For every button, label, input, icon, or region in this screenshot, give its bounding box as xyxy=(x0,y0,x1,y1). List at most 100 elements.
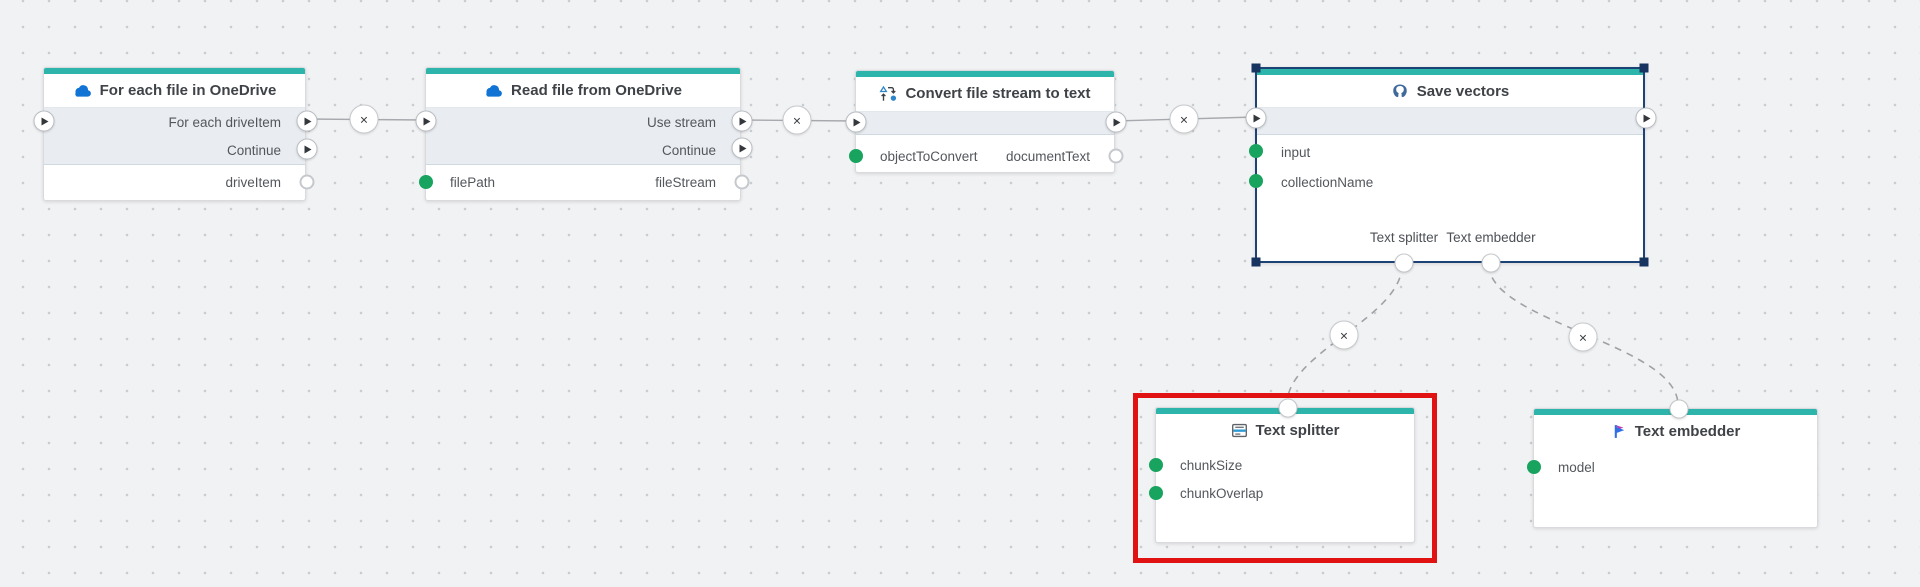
exec-band xyxy=(1257,107,1643,135)
node-title: Convert file stream to text xyxy=(905,85,1091,102)
data-output-label: driveItem xyxy=(225,174,281,190)
exec-band: For each driveItem Continue xyxy=(44,107,305,165)
node-accent-bar xyxy=(44,68,305,74)
exec-output-label: Use stream xyxy=(646,114,716,130)
data-input-label: model xyxy=(1558,459,1595,475)
data-input-label: collectionName xyxy=(1281,174,1374,190)
arrow-right-icon xyxy=(41,117,49,125)
exec-input-port[interactable] xyxy=(1245,107,1267,129)
node-header: Convert file stream to text xyxy=(856,77,1114,110)
data-output-port[interactable] xyxy=(734,174,750,190)
data-input-port[interactable] xyxy=(849,149,863,163)
exec-output-port[interactable] xyxy=(296,110,318,132)
arrow-right-icon xyxy=(853,118,861,126)
delete-connection-button[interactable]: × xyxy=(1329,320,1359,350)
onedrive-cloud-icon xyxy=(484,84,503,97)
exec-output-label: For each driveItem xyxy=(168,114,281,130)
data-input-port[interactable] xyxy=(1249,144,1263,158)
node-header: For each file in OneDrive xyxy=(44,74,305,107)
exec-output-port[interactable] xyxy=(731,110,753,132)
data-input-label: objectToConvert xyxy=(880,148,978,164)
exec-output-port[interactable] xyxy=(1635,107,1657,129)
data-output-port[interactable] xyxy=(299,174,315,190)
node-accent-bar xyxy=(856,71,1114,77)
exec-output-port[interactable] xyxy=(731,137,753,159)
delete-connection-button[interactable]: × xyxy=(1568,322,1598,352)
data-input-row: chunkSize xyxy=(1156,451,1414,479)
data-input-row: model xyxy=(1534,453,1817,481)
data-input-port[interactable] xyxy=(1149,486,1163,500)
data-input-port[interactable] xyxy=(1149,458,1163,472)
onedrive-cloud-icon xyxy=(73,84,92,97)
dependency-input-port[interactable] xyxy=(1278,398,1298,418)
node-text-embedder[interactable]: Text embedder model xyxy=(1527,399,1818,528)
text-embedder-icon xyxy=(1611,423,1627,440)
delete-connection-button[interactable]: × xyxy=(782,105,812,135)
data-row: objectToConvert documentText xyxy=(856,142,1114,170)
exec-band: Use stream Continue xyxy=(426,107,740,165)
convert-type-icon xyxy=(879,85,897,103)
exec-input-port[interactable] xyxy=(415,110,437,132)
dependency-port-text-embedder[interactable] xyxy=(1481,253,1501,273)
dependency-port-label: Text embedder xyxy=(1446,230,1536,245)
node-save-vectors[interactable]: Save vectors input collectionName Text s… xyxy=(1245,63,1657,273)
data-input-port[interactable] xyxy=(1527,460,1541,474)
node-title: Text embedder xyxy=(1634,423,1741,440)
node-header: Save vectors xyxy=(1257,75,1643,108)
dependency-port-text-splitter[interactable] xyxy=(1394,253,1414,273)
arrow-right-icon xyxy=(739,144,747,152)
data-input-label: input xyxy=(1281,144,1311,160)
data-input-row: collectionName xyxy=(1257,168,1643,196)
exec-band xyxy=(856,111,1114,135)
selection-handle[interactable] xyxy=(1251,63,1261,73)
dependency-input-port[interactable] xyxy=(1669,399,1689,419)
dependency-port-label: Text splitter xyxy=(1369,230,1439,245)
data-row: filePath fileStream xyxy=(426,168,740,196)
selection-handle[interactable] xyxy=(1639,63,1649,73)
data-output-port[interactable] xyxy=(1108,148,1124,164)
data-input-port[interactable] xyxy=(419,175,433,189)
data-input-row: input xyxy=(1257,138,1643,166)
delete-connection-button[interactable]: × xyxy=(1169,104,1199,134)
arrow-right-icon xyxy=(739,117,747,125)
exec-output-port[interactable] xyxy=(1105,111,1127,133)
data-input-label: chunkOverlap xyxy=(1180,485,1264,501)
arrow-right-icon xyxy=(1643,114,1651,122)
data-input-port[interactable] xyxy=(1249,174,1263,188)
exec-output-port[interactable] xyxy=(296,138,318,160)
data-input-label: chunkSize xyxy=(1180,457,1243,473)
exec-output-label: Continue xyxy=(226,142,281,158)
node-for-each-file-in-onedrive[interactable]: For each file in OneDrive For each drive… xyxy=(33,67,318,201)
node-accent-bar xyxy=(426,68,740,74)
data-output-label: fileStream xyxy=(655,174,716,190)
arrow-right-icon xyxy=(1253,114,1261,122)
arrow-right-icon xyxy=(304,117,312,125)
selection-handle[interactable] xyxy=(1251,257,1261,267)
postgresql-elephant-icon xyxy=(1391,83,1409,101)
node-header: Text embedder xyxy=(1534,415,1817,448)
data-input-label: filePath xyxy=(450,174,496,190)
arrow-right-icon xyxy=(304,145,312,153)
highlight-rectangle xyxy=(1133,393,1437,563)
data-input-row: chunkOverlap xyxy=(1156,479,1414,507)
exec-input-port[interactable] xyxy=(845,111,867,133)
exec-output-label: Continue xyxy=(661,142,716,158)
data-output-row: driveItem xyxy=(44,168,305,196)
node-title: Text splitter xyxy=(1255,422,1340,439)
exec-input-port[interactable] xyxy=(33,110,55,132)
arrow-right-icon xyxy=(423,117,431,125)
arrow-right-icon xyxy=(1113,118,1121,126)
node-header: Read file from OneDrive xyxy=(426,74,740,107)
node-accent-bar xyxy=(1257,69,1643,75)
node-title: Save vectors xyxy=(1416,83,1510,100)
delete-connection-button[interactable]: × xyxy=(349,104,379,134)
node-title: Read file from OneDrive xyxy=(511,82,682,99)
node-read-file-from-onedrive[interactable]: Read file from OneDrive Use stream Conti… xyxy=(415,67,753,201)
text-splitter-icon xyxy=(1231,422,1248,439)
node-title: For each file in OneDrive xyxy=(99,82,277,99)
node-text-splitter[interactable]: Text splitter chunkSize chunkOverlap xyxy=(1149,398,1415,543)
node-header: Text splitter xyxy=(1156,414,1414,447)
selection-handle[interactable] xyxy=(1639,257,1649,267)
node-convert-file-stream-to-text[interactable]: Convert file stream to text objectToConv… xyxy=(845,70,1127,173)
